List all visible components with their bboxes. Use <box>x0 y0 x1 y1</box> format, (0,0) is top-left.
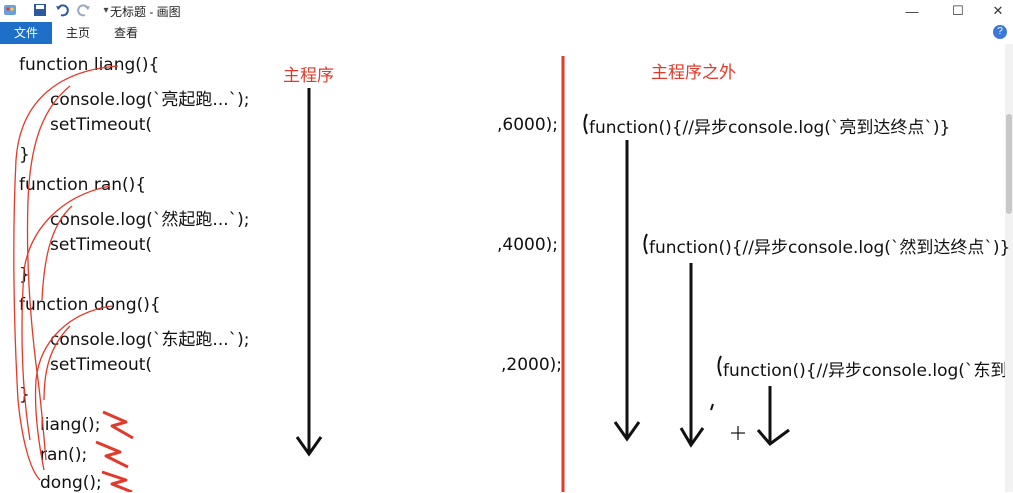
close-button[interactable]: ✕ <box>992 3 1004 18</box>
code-line: setTimeout( <box>50 355 153 375</box>
tab-file[interactable]: 文件 <box>0 22 52 44</box>
vertical-scrollbar[interactable] <box>1005 44 1013 492</box>
undo-icon[interactable] <box>54 2 70 18</box>
code-line: setTimeout( <box>50 115 153 135</box>
redo-icon[interactable] <box>76 2 92 18</box>
title-bar: ▾ 无标题 - 画图 — ☐ ✕ <box>0 0 1013 22</box>
code-line: console.log(`然起跑...`); <box>50 210 250 230</box>
code-line: function dong(){ <box>19 295 161 315</box>
lightning-icon <box>95 410 134 492</box>
crosshair-cursor-icon <box>731 426 745 440</box>
customize-qat-icon[interactable]: ▾ <box>103 4 109 16</box>
callback-text: function(){//异步console.log(`东到达终点`)} <box>723 361 1005 381</box>
paint-app-icon[interactable] <box>2 2 18 18</box>
timeout-delay: ,4000); <box>497 235 559 255</box>
maximize-button[interactable]: ☐ <box>952 3 964 18</box>
main-program-heading: 主程序 <box>283 66 334 86</box>
quick-access-toolbar: ▾ <box>2 2 120 18</box>
code-line: console.log(`东起跑...`); <box>50 330 250 350</box>
save-icon[interactable] <box>32 2 48 18</box>
code-line: setTimeout( <box>50 235 153 255</box>
code-line: liang(); <box>40 415 101 435</box>
code-line: dong(); <box>40 473 102 493</box>
tab-home[interactable]: 主页 <box>65 26 90 40</box>
scrollbar-thumb[interactable] <box>1006 114 1012 214</box>
window-title: 无标题 - 画图 <box>110 5 181 19</box>
help-icon[interactable]: ? <box>993 25 1007 39</box>
tab-view[interactable]: 查看 <box>113 26 138 40</box>
outside-main-heading: 主程序之外 <box>651 63 736 83</box>
drawing-canvas[interactable] <box>0 44 1013 492</box>
callback-text: function(){//异步console.log(`然到达终点`)} <box>649 238 1011 258</box>
code-line: } <box>19 265 30 285</box>
timeout-delay: ,2000); <box>501 355 563 375</box>
code-line: function liang(){ <box>19 55 160 75</box>
code-line: function ran(){ <box>19 175 147 195</box>
minimize-button[interactable]: — <box>905 3 919 19</box>
code-line: } <box>19 145 30 165</box>
callback-text: function(){//异步console.log(`亮到达终点`)} <box>589 118 951 138</box>
timeout-delay: ,6000); <box>497 115 559 135</box>
code-line: console.log(`亮起跑...`); <box>50 90 250 110</box>
code-line: ran(); <box>40 445 88 465</box>
